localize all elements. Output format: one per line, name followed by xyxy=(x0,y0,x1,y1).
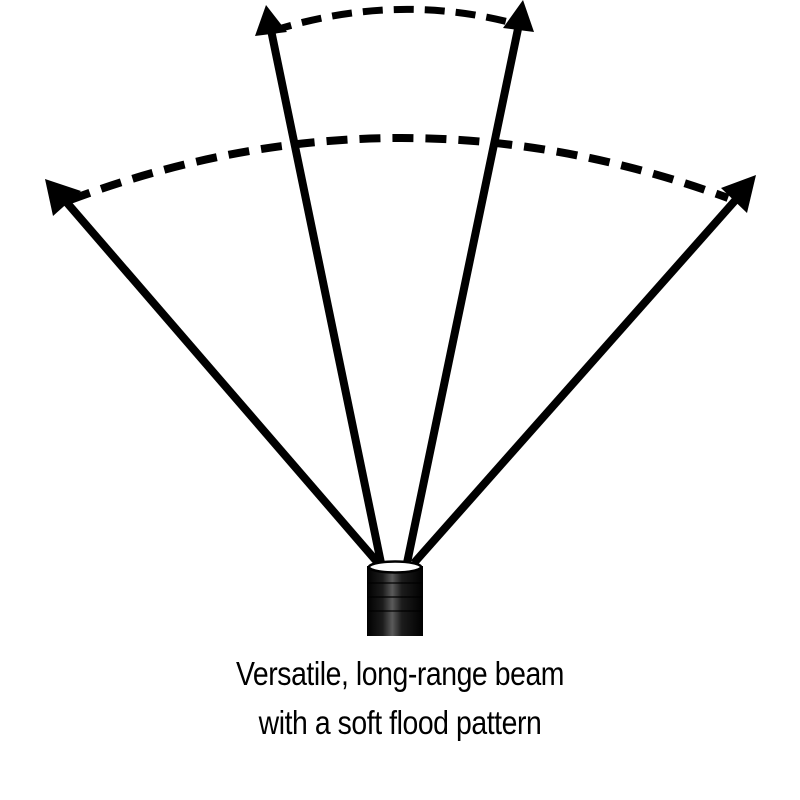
narrow-beam-arc xyxy=(270,5,521,35)
flashlight-grip-rings xyxy=(368,582,422,612)
caption-line-1: Versatile, long-range beam xyxy=(235,655,565,692)
arrow-icon xyxy=(503,0,534,32)
wide-flood-arc xyxy=(68,134,730,204)
flashlight-body xyxy=(367,566,423,636)
arrowheads xyxy=(45,0,756,216)
beam-rays xyxy=(58,23,743,566)
flashlight-lens xyxy=(367,560,423,574)
caption-line-2: with a soft flood pattern xyxy=(258,704,542,741)
arrow-icon xyxy=(721,175,756,213)
outer-right-ray xyxy=(411,192,743,566)
arrow-icon xyxy=(255,5,287,36)
inner-right-ray xyxy=(403,23,523,564)
inner-left-ray xyxy=(267,29,385,564)
arrow-icon xyxy=(45,179,81,216)
flashlight-icon xyxy=(367,560,423,636)
outer-left-ray xyxy=(58,194,382,566)
